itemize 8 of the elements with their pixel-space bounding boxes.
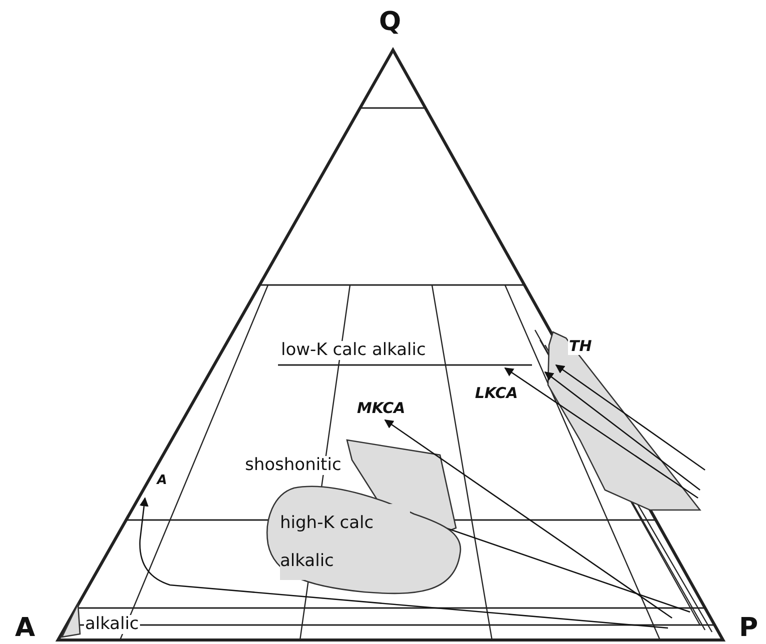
field-label: shoshonitic bbox=[244, 456, 342, 475]
series-label: LKCA bbox=[474, 385, 519, 402]
vertex-label: Q bbox=[378, 8, 402, 37]
field-label: alkalic bbox=[84, 615, 140, 634]
series-label: MKCA bbox=[356, 400, 406, 416]
field-label: high-K calc alkalic bbox=[280, 504, 410, 580]
series-label: TH bbox=[568, 338, 593, 354]
field-label: low-K calc alkalic bbox=[280, 341, 427, 360]
